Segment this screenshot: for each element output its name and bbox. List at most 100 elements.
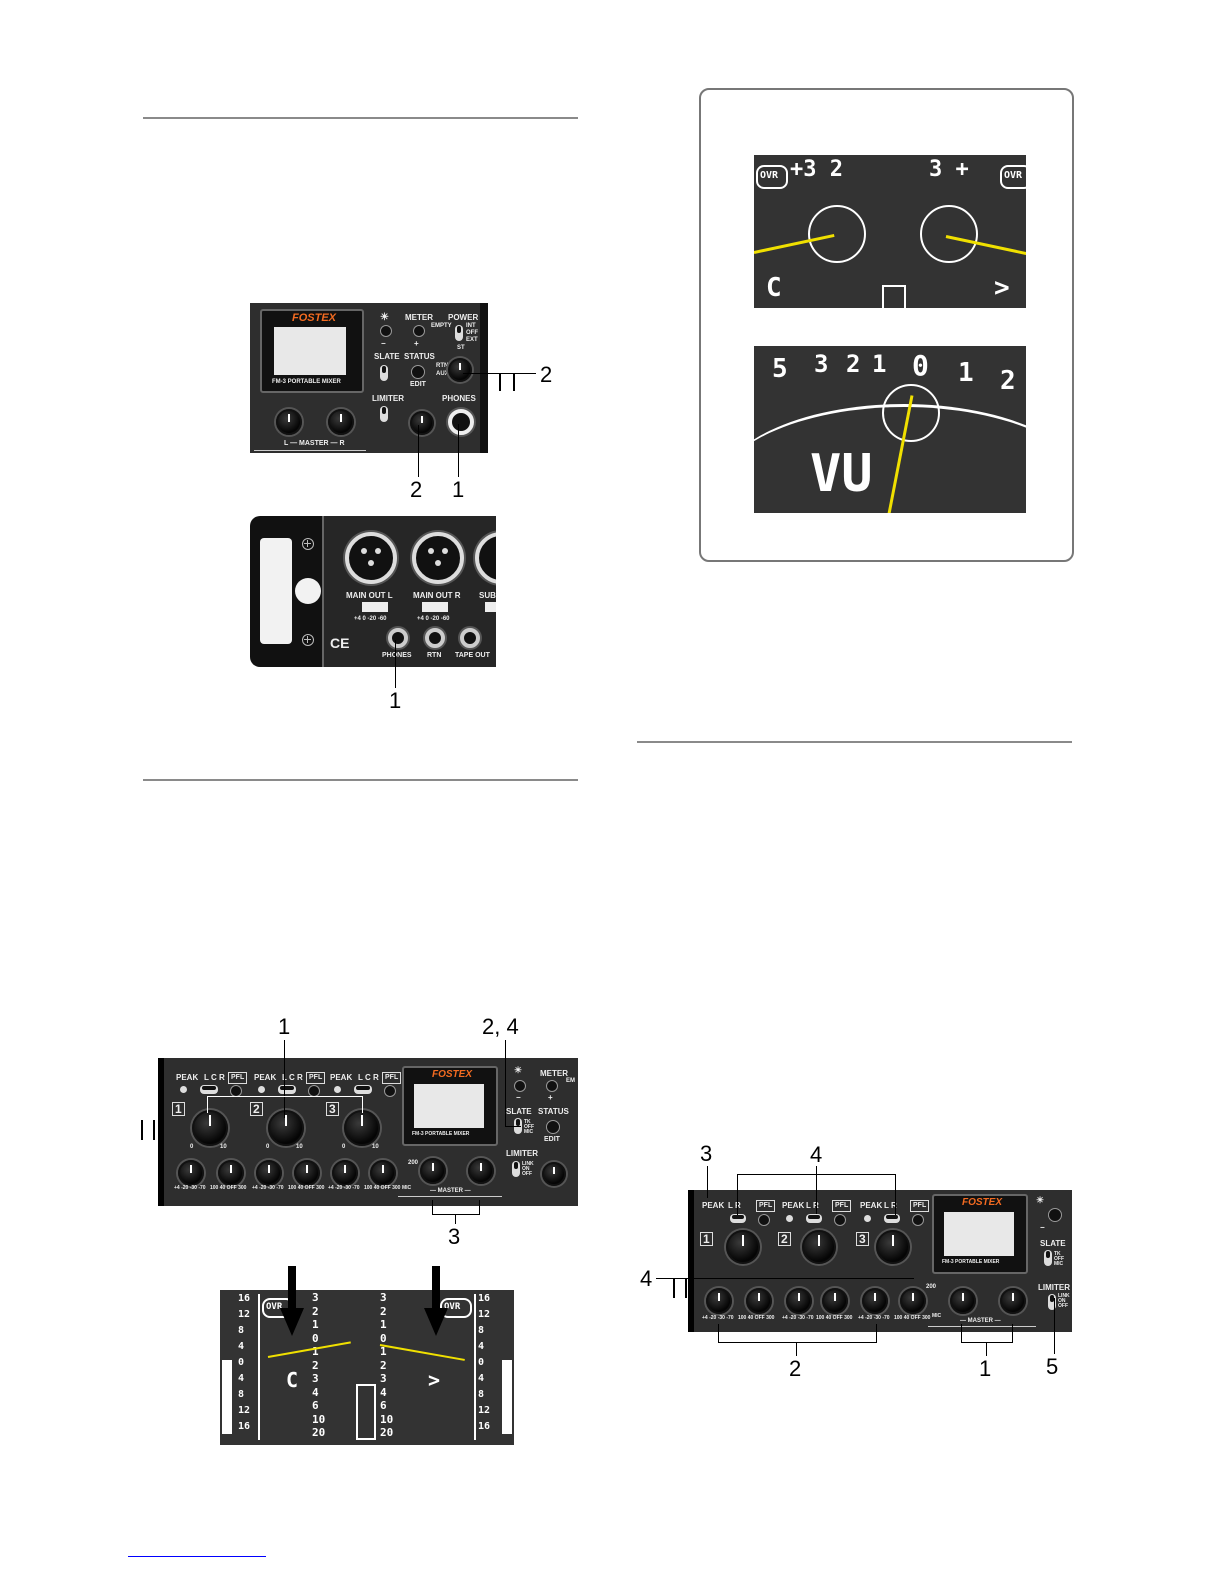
fig2-tape-out-jack[interactable] bbox=[460, 628, 480, 648]
fig1-status-button[interactable] bbox=[411, 365, 425, 379]
fig3-master-l-knob[interactable] bbox=[420, 1158, 446, 1184]
fig3-ch3-hpf-knob[interactable] bbox=[370, 1160, 396, 1186]
fig3-limiter-switch[interactable] bbox=[512, 1161, 520, 1177]
fig2-levels-r: +4 0 -20 -60 bbox=[417, 616, 450, 622]
fig6-ch2-hpf-knob[interactable] bbox=[822, 1288, 848, 1314]
fig4-vu-right-label-10: 20 bbox=[380, 1426, 394, 1439]
fig6-master-r-knob[interactable] bbox=[1000, 1288, 1026, 1314]
arrow-down-icon bbox=[280, 1308, 304, 1336]
fig6-meter-window: FOSTEX FM-3 PORTABLE MIXER bbox=[932, 1194, 1028, 1274]
fig6-pfl-button-3[interactable] bbox=[912, 1214, 924, 1226]
fig6-meter-minus-button[interactable] bbox=[1048, 1208, 1062, 1222]
fig3-peak-3: PEAK bbox=[330, 1073, 353, 1082]
fig3-ch3-fader-knob[interactable] bbox=[344, 1110, 380, 1146]
fig3-ch2-trim-knob[interactable] bbox=[256, 1160, 282, 1186]
fig5-vu-5: 5 bbox=[772, 354, 788, 384]
fig4-gt-letter: > bbox=[428, 1368, 441, 1392]
fig3-ch2-label: 2 bbox=[250, 1102, 263, 1116]
fig1-phones-jack[interactable] bbox=[448, 409, 474, 435]
fig6-pfl-button-2[interactable] bbox=[834, 1214, 846, 1226]
fig3-master-r-knob[interactable] bbox=[468, 1158, 494, 1184]
fig2-main-out-l-level-switch[interactable] bbox=[362, 602, 388, 612]
fig6-pfl-button-1[interactable] bbox=[758, 1214, 770, 1226]
fig6-ch2-trim-knob[interactable] bbox=[786, 1288, 812, 1314]
fig6-pan-switch-2[interactable] bbox=[806, 1214, 822, 1223]
fig3-ch1-trim-knob[interactable] bbox=[178, 1160, 204, 1186]
fig4-vu-left-label-1: 2 bbox=[312, 1304, 319, 1318]
fig3-meter-plus-button[interactable] bbox=[546, 1080, 558, 1092]
fig3-ch1-hpf-knob[interactable] bbox=[218, 1160, 244, 1186]
fig1-power-switch[interactable] bbox=[455, 325, 463, 341]
fig3-ch2-hpf-knob[interactable] bbox=[294, 1160, 320, 1186]
fig3-pan-switch-2[interactable] bbox=[278, 1085, 296, 1094]
fig2-rtn-jack[interactable] bbox=[425, 628, 445, 648]
fig3-model: FM-3 PORTABLE MIXER bbox=[412, 1131, 470, 1137]
fig5-vu-1b: 1 bbox=[958, 358, 974, 388]
fig1-master-r-knob[interactable] bbox=[328, 409, 354, 435]
fig6-pan-switch-1[interactable] bbox=[730, 1214, 746, 1223]
fig1-limiter-switch[interactable] bbox=[380, 406, 388, 422]
fig1-monitor-select-knob[interactable] bbox=[448, 358, 472, 382]
fig5-ovr-left: OVR bbox=[756, 165, 788, 189]
fig4-vu-left-label-8: 6 bbox=[312, 1399, 319, 1412]
fig1-phones-level-knob[interactable] bbox=[410, 411, 434, 435]
fig3-phones-level-knob[interactable] bbox=[542, 1162, 566, 1186]
fig2-main-out-l-xlr[interactable] bbox=[345, 532, 397, 584]
arrow-down-icon bbox=[288, 1266, 296, 1312]
fig3-meter-minus-button[interactable] bbox=[514, 1080, 526, 1092]
fig3-ch2-fader-knob[interactable] bbox=[268, 1110, 304, 1146]
fig2-main-out-r-level-switch[interactable] bbox=[422, 602, 448, 612]
fig4-left-scale-label-2: 8 bbox=[238, 1325, 245, 1336]
fig6-limiter-switch[interactable] bbox=[1048, 1294, 1056, 1310]
fig6-ch3-fader-knob[interactable] bbox=[876, 1230, 910, 1264]
fig5-vu-1: 1 bbox=[872, 350, 887, 378]
fig6-ch1-hpf-knob[interactable] bbox=[746, 1288, 772, 1314]
fig3-lcr-1: L C R bbox=[204, 1073, 225, 1082]
fig6-slate-switch[interactable] bbox=[1044, 1250, 1052, 1266]
fig4-vu-left-label-3: 0 bbox=[312, 1331, 319, 1345]
fig6-pan-switch-3[interactable] bbox=[884, 1214, 900, 1223]
fig3-side-bracket bbox=[141, 1120, 155, 1140]
fig1-meter-minus-button[interactable] bbox=[380, 325, 392, 337]
fig3-pfl-button-3[interactable] bbox=[384, 1085, 396, 1097]
fig4-c-letter: C bbox=[286, 1368, 299, 1392]
fig6-master-l-knob[interactable] bbox=[950, 1288, 976, 1314]
fig4-right-scale-label-1: 12 bbox=[478, 1309, 491, 1320]
screw-icon bbox=[302, 634, 314, 646]
fig6-leader-4-top bbox=[816, 1166, 817, 1214]
fig3-pan-switch-3[interactable] bbox=[354, 1085, 372, 1094]
fig3-ch1-fader-knob[interactable] bbox=[192, 1110, 228, 1146]
fig2-callout-1: 1 bbox=[389, 688, 402, 713]
fig3-pan-switch-1[interactable] bbox=[200, 1085, 218, 1094]
fig2-main-out-r-xlr[interactable] bbox=[412, 532, 464, 584]
fig6-ch3-hpf-knob[interactable] bbox=[900, 1288, 926, 1314]
fig6-ch2-fader-knob[interactable] bbox=[802, 1230, 836, 1264]
fig3-brace-master bbox=[432, 1200, 480, 1215]
fig3-peak-2: PEAK bbox=[254, 1073, 277, 1082]
section-rule-2 bbox=[143, 779, 578, 781]
fig6-pfl-3: PFL bbox=[910, 1200, 930, 1212]
fig4-vu-left-label-9: 10 bbox=[312, 1412, 326, 1426]
fig4-right-scale-label-3: 4 bbox=[478, 1341, 485, 1352]
fig1-leader-2b bbox=[418, 425, 419, 477]
fig3-status-button[interactable] bbox=[546, 1120, 560, 1134]
fig6-ch1-fader-knob[interactable] bbox=[726, 1230, 760, 1264]
fig1-slate-switch[interactable] bbox=[380, 365, 388, 381]
fig3-ch3-trim-knob[interactable] bbox=[332, 1160, 358, 1186]
fig1-meter-plus-button[interactable] bbox=[413, 325, 425, 337]
fig6-ch3-trim-knob[interactable] bbox=[862, 1288, 888, 1314]
fig5-gt-letter: > bbox=[994, 273, 1010, 303]
fig3-ch3-label: 3 bbox=[326, 1102, 339, 1116]
fig1-minus-label: − bbox=[381, 339, 386, 348]
fig6-trim-scale-1: +4 -20 -30 -70 bbox=[702, 1315, 734, 1321]
fig2-main-out-l-label: MAIN OUT L bbox=[346, 591, 393, 600]
fig1-master-l-knob[interactable] bbox=[276, 409, 302, 435]
fig3-meter-window: FOSTEX FM-3 PORTABLE MIXER bbox=[402, 1066, 498, 1146]
fig1-leader-1 bbox=[458, 424, 459, 477]
fig6-ch1-trim-knob[interactable] bbox=[706, 1288, 732, 1314]
fig6-leader-5 bbox=[1054, 1298, 1055, 1354]
fig3-peak-led-3 bbox=[334, 1086, 341, 1093]
fig2-levels-l: +4 0 -20 -60 bbox=[354, 616, 387, 622]
fig2-phones-jack[interactable] bbox=[388, 628, 408, 648]
fig4-left-scale-label-1: 12 bbox=[238, 1309, 251, 1320]
